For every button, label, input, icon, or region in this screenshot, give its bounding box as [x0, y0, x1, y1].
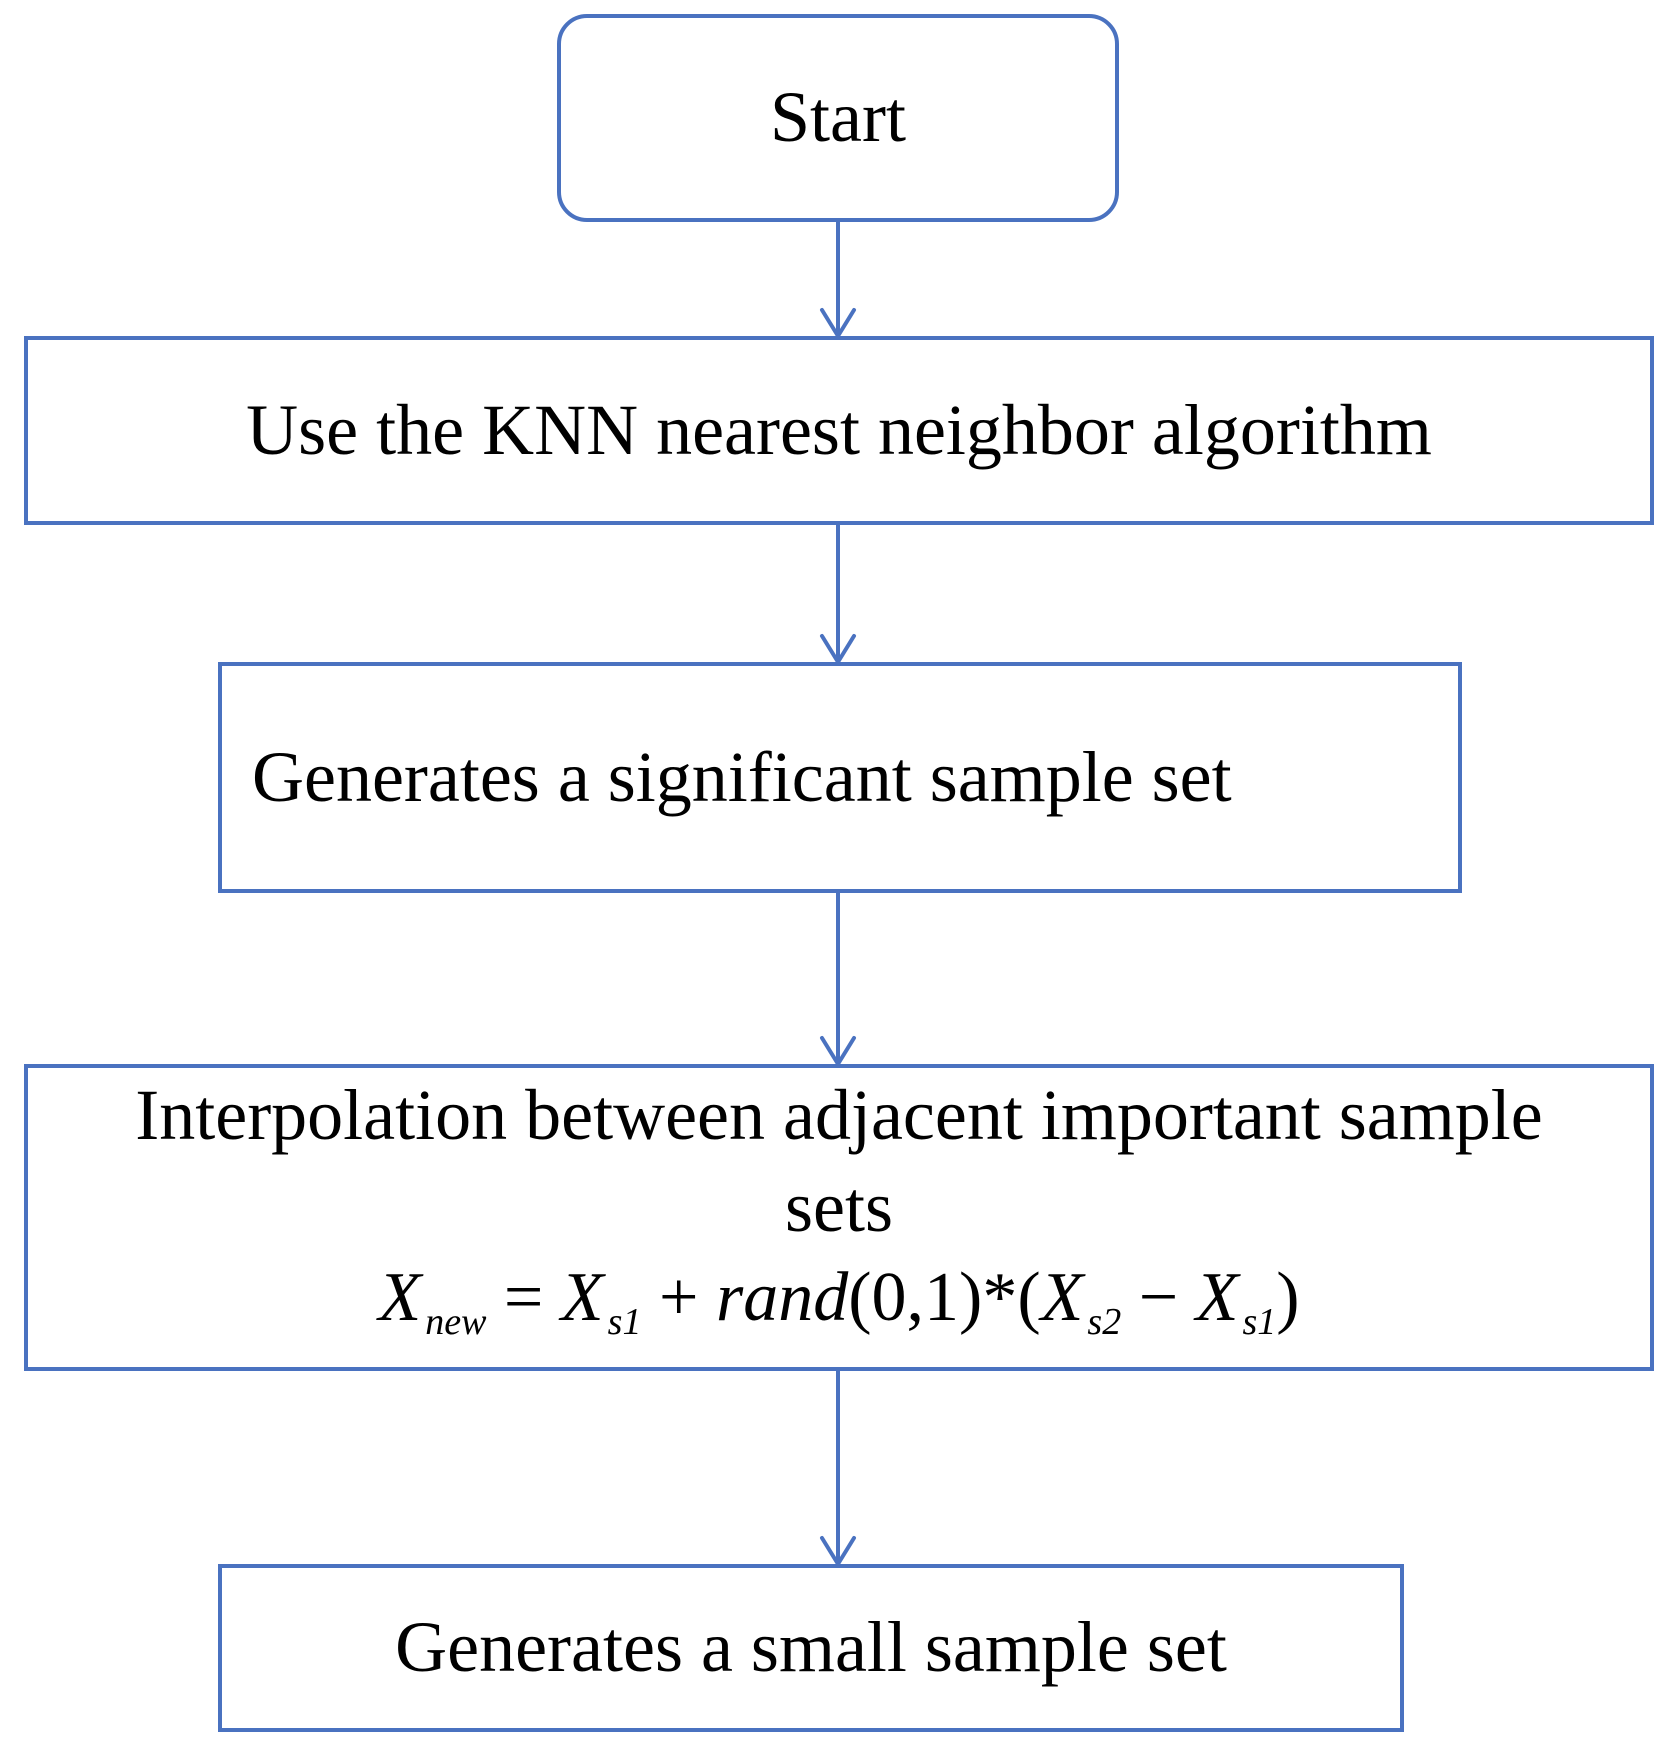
interpolation-label-line2: sets: [785, 1166, 893, 1247]
start-node: Start: [557, 14, 1119, 222]
formula-x-s1-second: X: [1195, 1258, 1239, 1336]
significant-node: Generates a significant sample set: [218, 662, 1462, 893]
knn-label: Use the KNN nearest neighbor algorithm: [246, 389, 1432, 470]
formula-sub-new: new: [425, 1300, 487, 1343]
formula-sub-s1-second: s1: [1242, 1300, 1277, 1343]
formula-sub-s1: s1: [607, 1300, 642, 1343]
formula-rand: rand: [715, 1258, 849, 1336]
start-label: Start: [770, 77, 906, 158]
formula-args: (0,1): [848, 1258, 983, 1336]
small-sample-label: Generates a small sample set: [395, 1607, 1227, 1688]
small-sample-node: Generates a small sample set: [218, 1564, 1404, 1732]
formula-rparen: ): [1276, 1258, 1300, 1336]
formula-lparen: (: [1017, 1258, 1041, 1336]
knn-node: Use the KNN nearest neighbor algorithm: [24, 336, 1654, 525]
formula-x-s1: X: [560, 1258, 604, 1336]
formula-mult: *: [982, 1258, 1018, 1336]
formula-x-new: X: [378, 1258, 422, 1336]
formula-plus: +: [658, 1258, 699, 1336]
interpolation-node: Interpolation between adjacent important…: [24, 1064, 1654, 1371]
formula-equals: =: [503, 1258, 544, 1336]
significant-label: Generates a significant sample set: [252, 736, 1232, 817]
formula-minus: −: [1138, 1258, 1179, 1336]
interpolation-label-line1: Interpolation between adjacent important…: [135, 1074, 1543, 1155]
formula-sub-s2: s2: [1087, 1300, 1122, 1343]
formula-x-s2: X: [1040, 1258, 1084, 1336]
